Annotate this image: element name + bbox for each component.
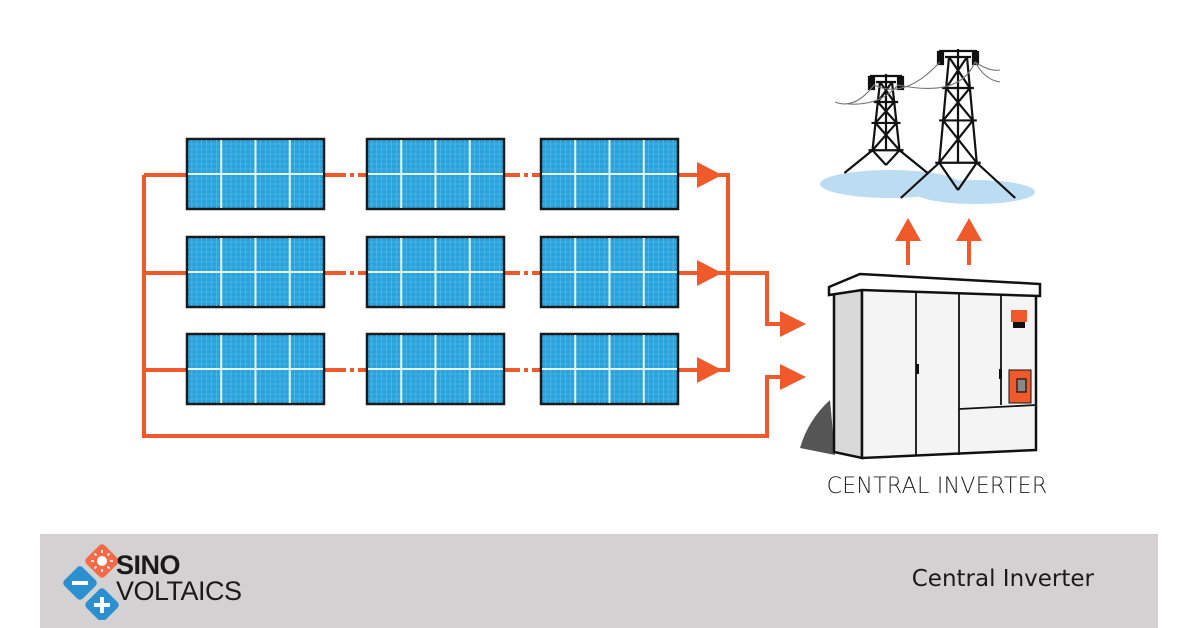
- door-handle: [999, 369, 1002, 379]
- solar-panel: [539, 137, 680, 211]
- solar-panel: [185, 137, 326, 211]
- tower-brace: [945, 56, 968, 89]
- tower-brace: [957, 162, 978, 191]
- ground-shadow: [915, 180, 1035, 204]
- inverter-label: CENTRAL INVERTER: [826, 474, 1048, 499]
- solar-panel: [365, 235, 506, 309]
- brand-line-2: VOLTAICS: [116, 576, 242, 606]
- solar-panel: [185, 332, 326, 406]
- footer-caption: Central Inverter: [911, 566, 1094, 592]
- tower-brace: [938, 119, 974, 164]
- power-line: [974, 61, 1001, 83]
- tower-brace: [871, 122, 898, 151]
- solar-panel: [539, 235, 680, 309]
- solar-panel: [539, 332, 680, 406]
- door-handle: [916, 364, 919, 374]
- cabinet-shadow: [800, 400, 835, 455]
- solar-panel: [365, 332, 506, 406]
- wire-to-inverter: [728, 271, 785, 326]
- solar-panel: [185, 235, 326, 309]
- tower-leg: [965, 56, 1016, 199]
- tower-brace: [938, 162, 959, 191]
- pv-array: [185, 137, 680, 406]
- sun-icon: [85, 544, 119, 578]
- tower-brace: [945, 87, 974, 122]
- central-inverter-diagram: [142, 49, 1042, 460]
- wire-return: [142, 175, 785, 438]
- power-line: [847, 61, 1001, 105]
- tower-brace: [876, 101, 898, 124]
- sinovoltaics-logo: [63, 544, 119, 620]
- tower-brace: [942, 87, 971, 122]
- footer-bar: SINO VOLTAICS Central Inverter: [40, 534, 1158, 628]
- inverter-cabinet: [800, 272, 1042, 460]
- tower-brace: [948, 56, 971, 89]
- arrow-icon: [780, 364, 806, 390]
- solar-panel: [365, 137, 506, 211]
- arrow-up-icon: [895, 218, 921, 241]
- tower-brace: [885, 149, 901, 166]
- brand-name: SINO VOLTAICS: [116, 550, 242, 606]
- insulator: [896, 75, 905, 91]
- insulator: [867, 75, 876, 91]
- arrow-icon: [697, 357, 722, 383]
- tower-brace: [871, 149, 887, 166]
- arrow-icon: [780, 311, 806, 337]
- tower-small: [843, 74, 929, 174]
- insulator: [971, 50, 980, 66]
- tower-brace: [874, 101, 896, 124]
- insulator: [936, 50, 945, 66]
- brand-line-1: SINO: [116, 550, 181, 580]
- control-screen: [1016, 378, 1027, 393]
- cabinet-panel-edge: [958, 404, 1037, 410]
- tower-large: [900, 49, 1016, 199]
- display-icon: [1013, 322, 1025, 328]
- tower-brace: [874, 122, 901, 151]
- transmission-towers: [820, 49, 1035, 204]
- power-line: [834, 61, 941, 105]
- tower-leg: [890, 81, 929, 174]
- dc-wiring: [142, 162, 982, 438]
- arrow-icon: [697, 260, 722, 286]
- cabinet-roof: [827, 272, 1042, 298]
- tower-brace: [942, 119, 978, 164]
- minus-icon: [63, 566, 97, 600]
- plus-icon: [85, 588, 119, 620]
- status-indicator: [1011, 310, 1027, 322]
- arrow-icon: [697, 162, 722, 188]
- tower-leg: [843, 81, 882, 174]
- cabinet-side: [832, 280, 864, 460]
- arrow-up-icon: [956, 218, 982, 241]
